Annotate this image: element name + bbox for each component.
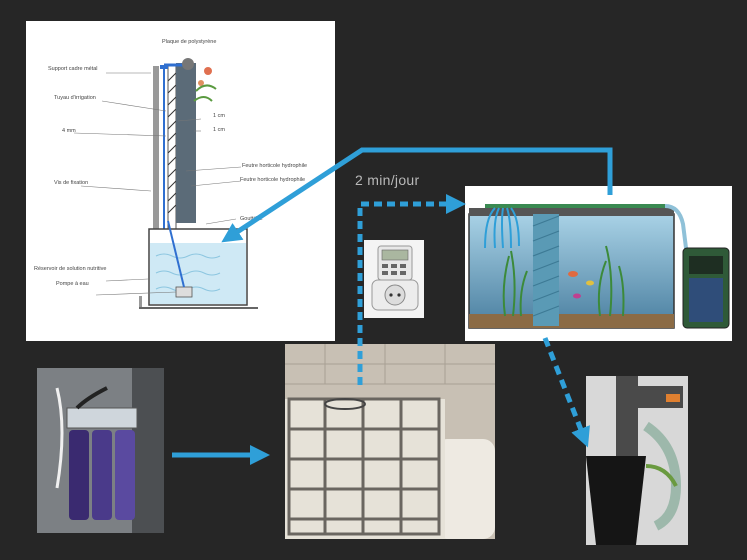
timer-label: 2 min/jour <box>355 172 420 188</box>
flower-icon <box>193 67 217 102</box>
aquarium-icon <box>468 204 730 329</box>
overflow-arrow <box>542 337 590 448</box>
timer-photo <box>364 240 424 318</box>
label-tank: Réservoir de solution nutritive <box>34 266 106 272</box>
label-felt2: Feutre horticole hydrophile <box>240 177 305 183</box>
label-felt1: Feutre horticole hydrophile <box>242 163 307 169</box>
vertical-garden-diagram: Plaque de polystyrène Support cadre méta… <box>26 21 335 341</box>
label-drip: Gouttière <box>240 216 263 222</box>
filter-sump-icon <box>586 376 688 545</box>
reverse-osmosis-photo <box>37 368 164 533</box>
label-support: Support cadre métal <box>48 66 98 72</box>
reverse-osmosis-filter-icon <box>37 368 164 533</box>
label-pump: Pompe à eau <box>56 281 89 287</box>
label-top: Plaque de polystyrène <box>162 39 216 45</box>
fish-icon <box>568 271 594 299</box>
label-cm1: 1 cm <box>213 113 225 119</box>
ibc-water-tank-icon <box>285 344 495 539</box>
filter-sump-photo <box>586 376 688 545</box>
label-pipe: Tuyau d'irrigation <box>54 95 96 101</box>
label-screw: Vis de fixation <box>54 180 88 186</box>
label-cm2: 1 cm <box>213 127 225 133</box>
water-tank-photo <box>285 344 495 539</box>
label-thickness: 4 mm <box>62 128 76 134</box>
plug-in-timer-icon <box>371 245 419 311</box>
vertical-garden-drawing: Plaque de polystyrène Support cadre méta… <box>34 39 307 309</box>
aquarium-panel <box>465 186 732 341</box>
